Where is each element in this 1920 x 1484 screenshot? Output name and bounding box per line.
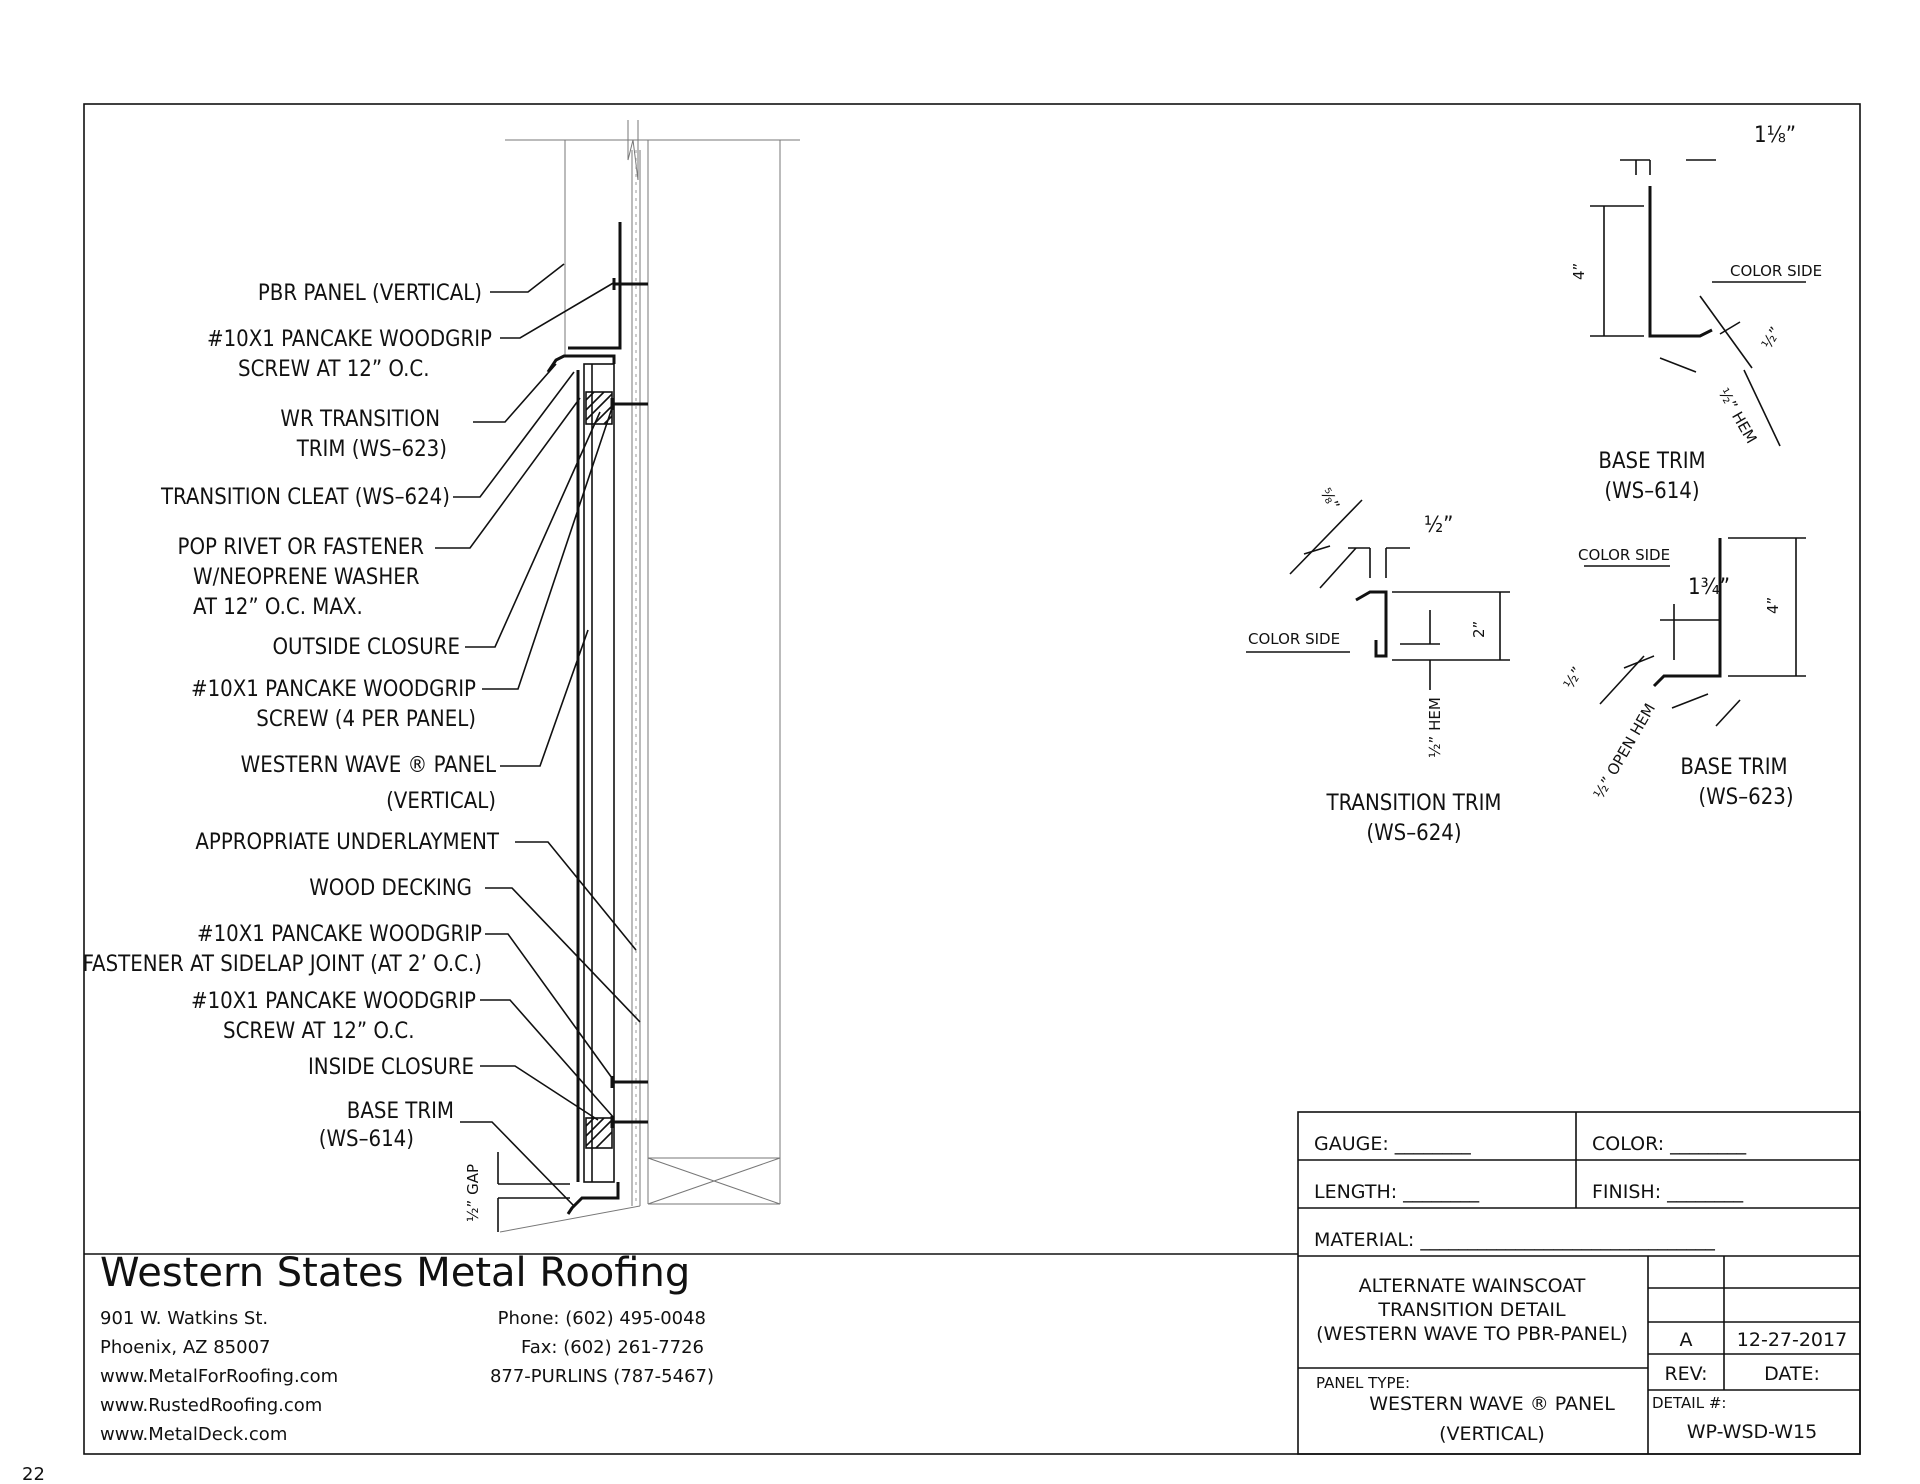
field-material: MATERIAL: ______________________________…: [1314, 1229, 1715, 1251]
base614-title-2: (WS–614): [1604, 479, 1699, 504]
callout-pop-rivet-a: POP RIVET OR FASTENER: [178, 535, 425, 560]
screw-top: [612, 278, 648, 290]
base614-hem: ½” HEM: [1715, 385, 1761, 447]
callout-underlayment: APPROPRIATE UNDERLAYMENT: [195, 830, 500, 855]
company-name: Western States Metal Roofing: [100, 1250, 690, 1296]
company-phone: Phone: (602) 495-0048: [498, 1308, 706, 1329]
callout-sidelap-b: FASTENER AT SIDELAP JOINT (AT 2’ O.C.): [83, 952, 482, 977]
company-fax: Fax: (602) 261-7726: [521, 1337, 704, 1358]
t624-title-1: TRANSITION TRIM: [1325, 791, 1501, 816]
detail-value: WP-WSD-W15: [1687, 1421, 1817, 1443]
callout-base-trim-a: BASE TRIM: [347, 1099, 454, 1124]
company-web-1: www.MetalForRoofing.com: [100, 1366, 338, 1387]
callout-screw-2b: SCREW (4 PER PANEL): [256, 707, 476, 732]
title-block: GAUGE: ________ COLOR: ________ LENGTH: …: [1297, 1111, 1861, 1455]
company-block: Western States Metal Roofing 901 W. Watk…: [84, 1250, 1298, 1445]
company-web-3: www.MetalDeck.com: [100, 1424, 287, 1445]
leader-lines: [435, 263, 641, 1207]
callout-outside-closure: OUTSIDE CLOSURE: [272, 635, 460, 660]
b623-open-hem: ½” OPEN HEM: [1590, 700, 1659, 802]
page-number: 22: [22, 1464, 45, 1484]
panel-type-1: WESTERN WAVE ® PANEL: [1369, 1393, 1615, 1415]
field-length: LENGTH: ________: [1314, 1181, 1480, 1203]
panel-type-2: (VERTICAL): [1439, 1423, 1545, 1445]
b623-dim-half: ½”: [1560, 664, 1587, 692]
t624-hem: ½” HEM: [1426, 697, 1444, 758]
base614-dim-height: 4”: [1570, 263, 1588, 280]
callout-inside-closure: INSIDE CLOSURE: [308, 1055, 474, 1080]
screw-sidelap: [610, 1076, 648, 1088]
callout-wr-trim-a: WR TRANSITION: [280, 407, 440, 432]
field-finish: FINISH: ________: [1592, 1181, 1744, 1203]
t624-dim-height: 2”: [1470, 621, 1488, 638]
sheet-border: [83, 103, 1861, 1455]
callout-ww-panel-b: (VERTICAL): [386, 789, 496, 814]
t624-title-2: (WS–624): [1366, 821, 1461, 846]
detail-transition-trim-624: ⅝” ½” COLOR SIDE 2” ½” HEM TRANSITION TR…: [1246, 485, 1510, 846]
callout-pop-rivet-b: W/NEOPRENE WASHER: [193, 565, 420, 590]
callout-pop-rivet-c: AT 12” O.C. MAX.: [193, 595, 363, 620]
drawing-title-1: ALTERNATE WAINSCOAT: [1359, 1275, 1586, 1297]
drawing-title-3: (WESTERN WAVE TO PBR-PANEL): [1316, 1323, 1628, 1345]
b623-color-side: COLOR SIDE: [1578, 546, 1670, 564]
b623-dim-height: 4”: [1764, 597, 1782, 614]
callout-screw-2a: #10X1 PANCAKE WOODGRIP: [191, 677, 476, 702]
company-address-2: Phoenix, AZ 85007: [100, 1337, 270, 1358]
base614-color-side: COLOR SIDE: [1730, 262, 1822, 280]
callout-labels: PBR PANEL (VERTICAL) #10X1 PANCAKE WOODG…: [83, 281, 500, 1222]
date-label: DATE:: [1764, 1363, 1820, 1385]
callout-pbr-panel: PBR PANEL (VERTICAL): [258, 281, 482, 306]
detail-base-trim-623: COLOR SIDE 1¾” 4” ½” ½” OPEN HEM BASE TR…: [1560, 537, 1806, 810]
b623-title-2: (WS–623): [1698, 785, 1793, 810]
drawing-title-2: TRANSITION DETAIL: [1377, 1299, 1566, 1321]
callout-screw-1b: SCREW AT 12” O.C.: [238, 357, 430, 382]
screw-base: [610, 1116, 648, 1128]
t624-color-side: COLOR SIDE: [1248, 630, 1340, 648]
company-tollfree: 877-PURLINS (787-5467): [490, 1366, 714, 1387]
base614-dim-half: ½”: [1758, 324, 1785, 352]
panel-type-label: PANEL TYPE:: [1316, 1374, 1410, 1392]
callout-sidelap-a: #10X1 PANCAKE WOODGRIP: [197, 922, 482, 947]
base614-title-1: BASE TRIM: [1598, 449, 1705, 474]
callout-wood-decking: WOOD DECKING: [309, 876, 472, 901]
callout-base-trim-b: (WS–614): [319, 1127, 414, 1152]
callout-transition-cleat: TRANSITION CLEAT (WS–624): [160, 485, 450, 510]
field-color: COLOR: ________: [1592, 1133, 1747, 1155]
callout-screw-3a: #10X1 PANCAKE WOODGRIP: [191, 989, 476, 1014]
t624-dim-top-left: ⅝”: [1317, 485, 1344, 513]
t624-dim-top-right: ½”: [1424, 513, 1453, 538]
callout-screw-3b: SCREW AT 12” O.C.: [223, 1019, 415, 1044]
company-address-1: 901 W. Watkins St.: [100, 1308, 268, 1329]
gap-dimension-label: ½” GAP: [464, 1164, 482, 1222]
section-drawing: [497, 120, 800, 1233]
company-web-2: www.RustedRoofing.com: [100, 1395, 322, 1416]
callout-wr-trim-b: TRIM (WS–623): [296, 437, 447, 462]
detail-base-trim-614: 1⅛” 4” COLOR SIDE ½” ½” HEM BASE TRIM (W…: [1570, 123, 1822, 504]
callout-screw-1a: #10X1 PANCAKE WOODGRIP: [207, 327, 492, 352]
base614-dim-top: 1⅛”: [1754, 123, 1796, 148]
detail-label: DETAIL #:: [1652, 1394, 1726, 1412]
callout-ww-panel-a: WESTERN WAVE ® PANEL: [241, 753, 496, 778]
rev-value: A: [1680, 1329, 1693, 1351]
screw-middle: [610, 398, 648, 410]
date-value: 12-27-2017: [1737, 1329, 1847, 1351]
b623-title-1: BASE TRIM: [1680, 755, 1787, 780]
rev-label: REV:: [1664, 1363, 1707, 1385]
b623-dim-top: 1¾”: [1688, 575, 1730, 600]
field-gauge: GAUGE: ________: [1314, 1133, 1471, 1155]
